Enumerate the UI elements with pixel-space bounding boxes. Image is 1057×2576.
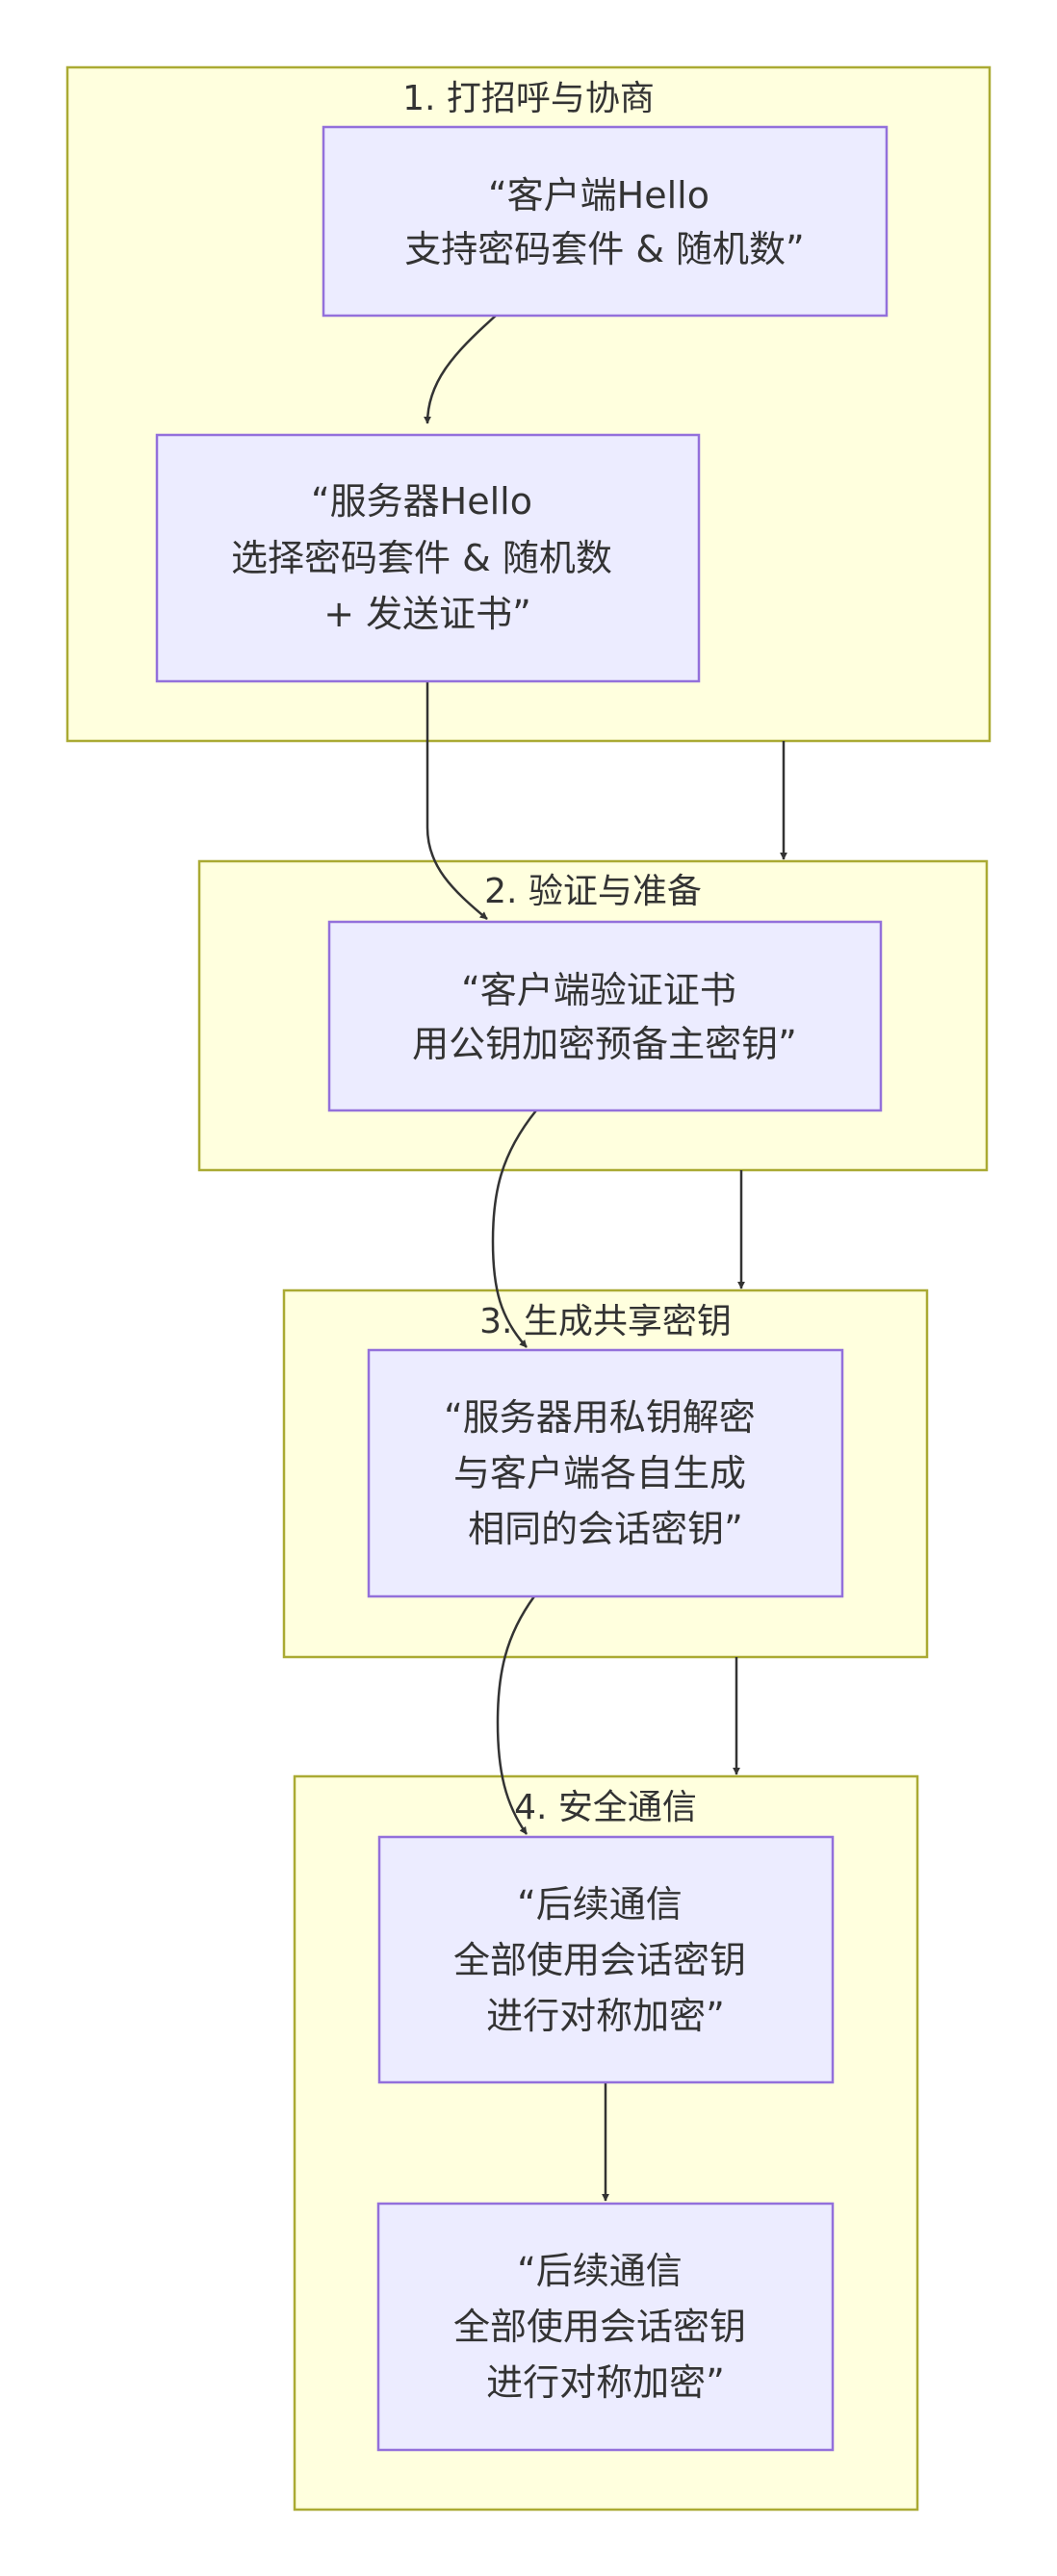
edge-client-hello-to-server-hello [424, 315, 497, 424]
node-label-line: 选择密码套件 & 随机数 [231, 537, 612, 579]
node-label-line: “服务器用私钥解密 [444, 1396, 756, 1439]
node-secure-comm-2-label: “后续通信 全部使用会话密钥 进行对称加密” [453, 2250, 758, 2404]
edge-server-hello-to-client-verify [425, 681, 488, 920]
node-client-verify-label: “客户端验证证书 用公钥加密预备主密钥” [412, 969, 797, 1065]
cluster-stage3-title: 3. 生成共享密钥 [479, 1302, 732, 1341]
node-secure-comm-1: “后续通信 全部使用会话密钥 进行对称加密” [377, 1835, 835, 2084]
node-label-line: 进行对称加密” [486, 1995, 725, 2037]
node-label-line: 全部使用会话密钥 [453, 2306, 746, 2348]
cluster-stage1-title: 1. 打招呼与协商 [402, 79, 655, 118]
node-server-hello-box [155, 433, 701, 683]
node-secure-comm-2-box [376, 2202, 835, 2452]
node-session-key: “服务器用私钥解密 与客户端各自生成 相同的会话密钥” [367, 1348, 844, 1598]
node-session-key-label: “服务器用私钥解密 与客户端各自生成 相同的会话密钥” [444, 1396, 767, 1550]
edge-client-verify-to-session-key [491, 1109, 537, 1348]
node-label-line: + 发送证书” [323, 593, 531, 635]
node-label-line: “后续通信 [517, 2250, 683, 2292]
node-label-line: “客户端验证证书 [461, 969, 736, 1011]
node-label-line: 进行对称加密” [486, 2361, 725, 2404]
node-session-key-box [367, 1348, 844, 1598]
node-label-line: “服务器Hello [311, 480, 532, 523]
edge-session-key-to-secure-comm-1 [496, 1595, 536, 1835]
node-label-line: 支持密码套件 & 随机数” [404, 228, 804, 270]
node-client-hello: “客户端Hello 支持密码套件 & 随机数” [322, 125, 889, 318]
node-label-line: 相同的会话密钥” [468, 1508, 743, 1550]
node-label-line: 用公钥加密预备主密钥” [412, 1023, 797, 1065]
node-server-hello-label: “服务器Hello 选择密码套件 & 随机数 + 发送证书” [231, 480, 624, 635]
node-client-verify: “客户端验证证书 用公钥加密预备主密钥” [327, 920, 883, 1112]
cluster-stage2-title: 2. 验证与准备 [484, 872, 702, 911]
node-label-line: 与客户端各自生成 [453, 1452, 746, 1494]
node-client-hello-box [322, 125, 889, 318]
node-label-line: 全部使用会话密钥 [453, 1939, 746, 1981]
node-label-line: “后续通信 [517, 1883, 683, 1926]
node-label-line: “客户端Hello [488, 174, 709, 217]
node-client-hello-label: “客户端Hello 支持密码套件 & 随机数” [404, 174, 804, 270]
cluster-stage4-title: 4. 安全通信 [514, 1788, 697, 1827]
node-secure-comm-2: “后续通信 全部使用会话密钥 进行对称加密” [376, 2202, 835, 2452]
node-server-hello: “服务器Hello 选择密码套件 & 随机数 + 发送证书” [155, 433, 701, 683]
node-client-verify-box [327, 920, 883, 1112]
node-secure-comm-1-box [377, 1835, 835, 2084]
node-secure-comm-1-label: “后续通信 全部使用会话密钥 进行对称加密” [453, 1883, 758, 2037]
